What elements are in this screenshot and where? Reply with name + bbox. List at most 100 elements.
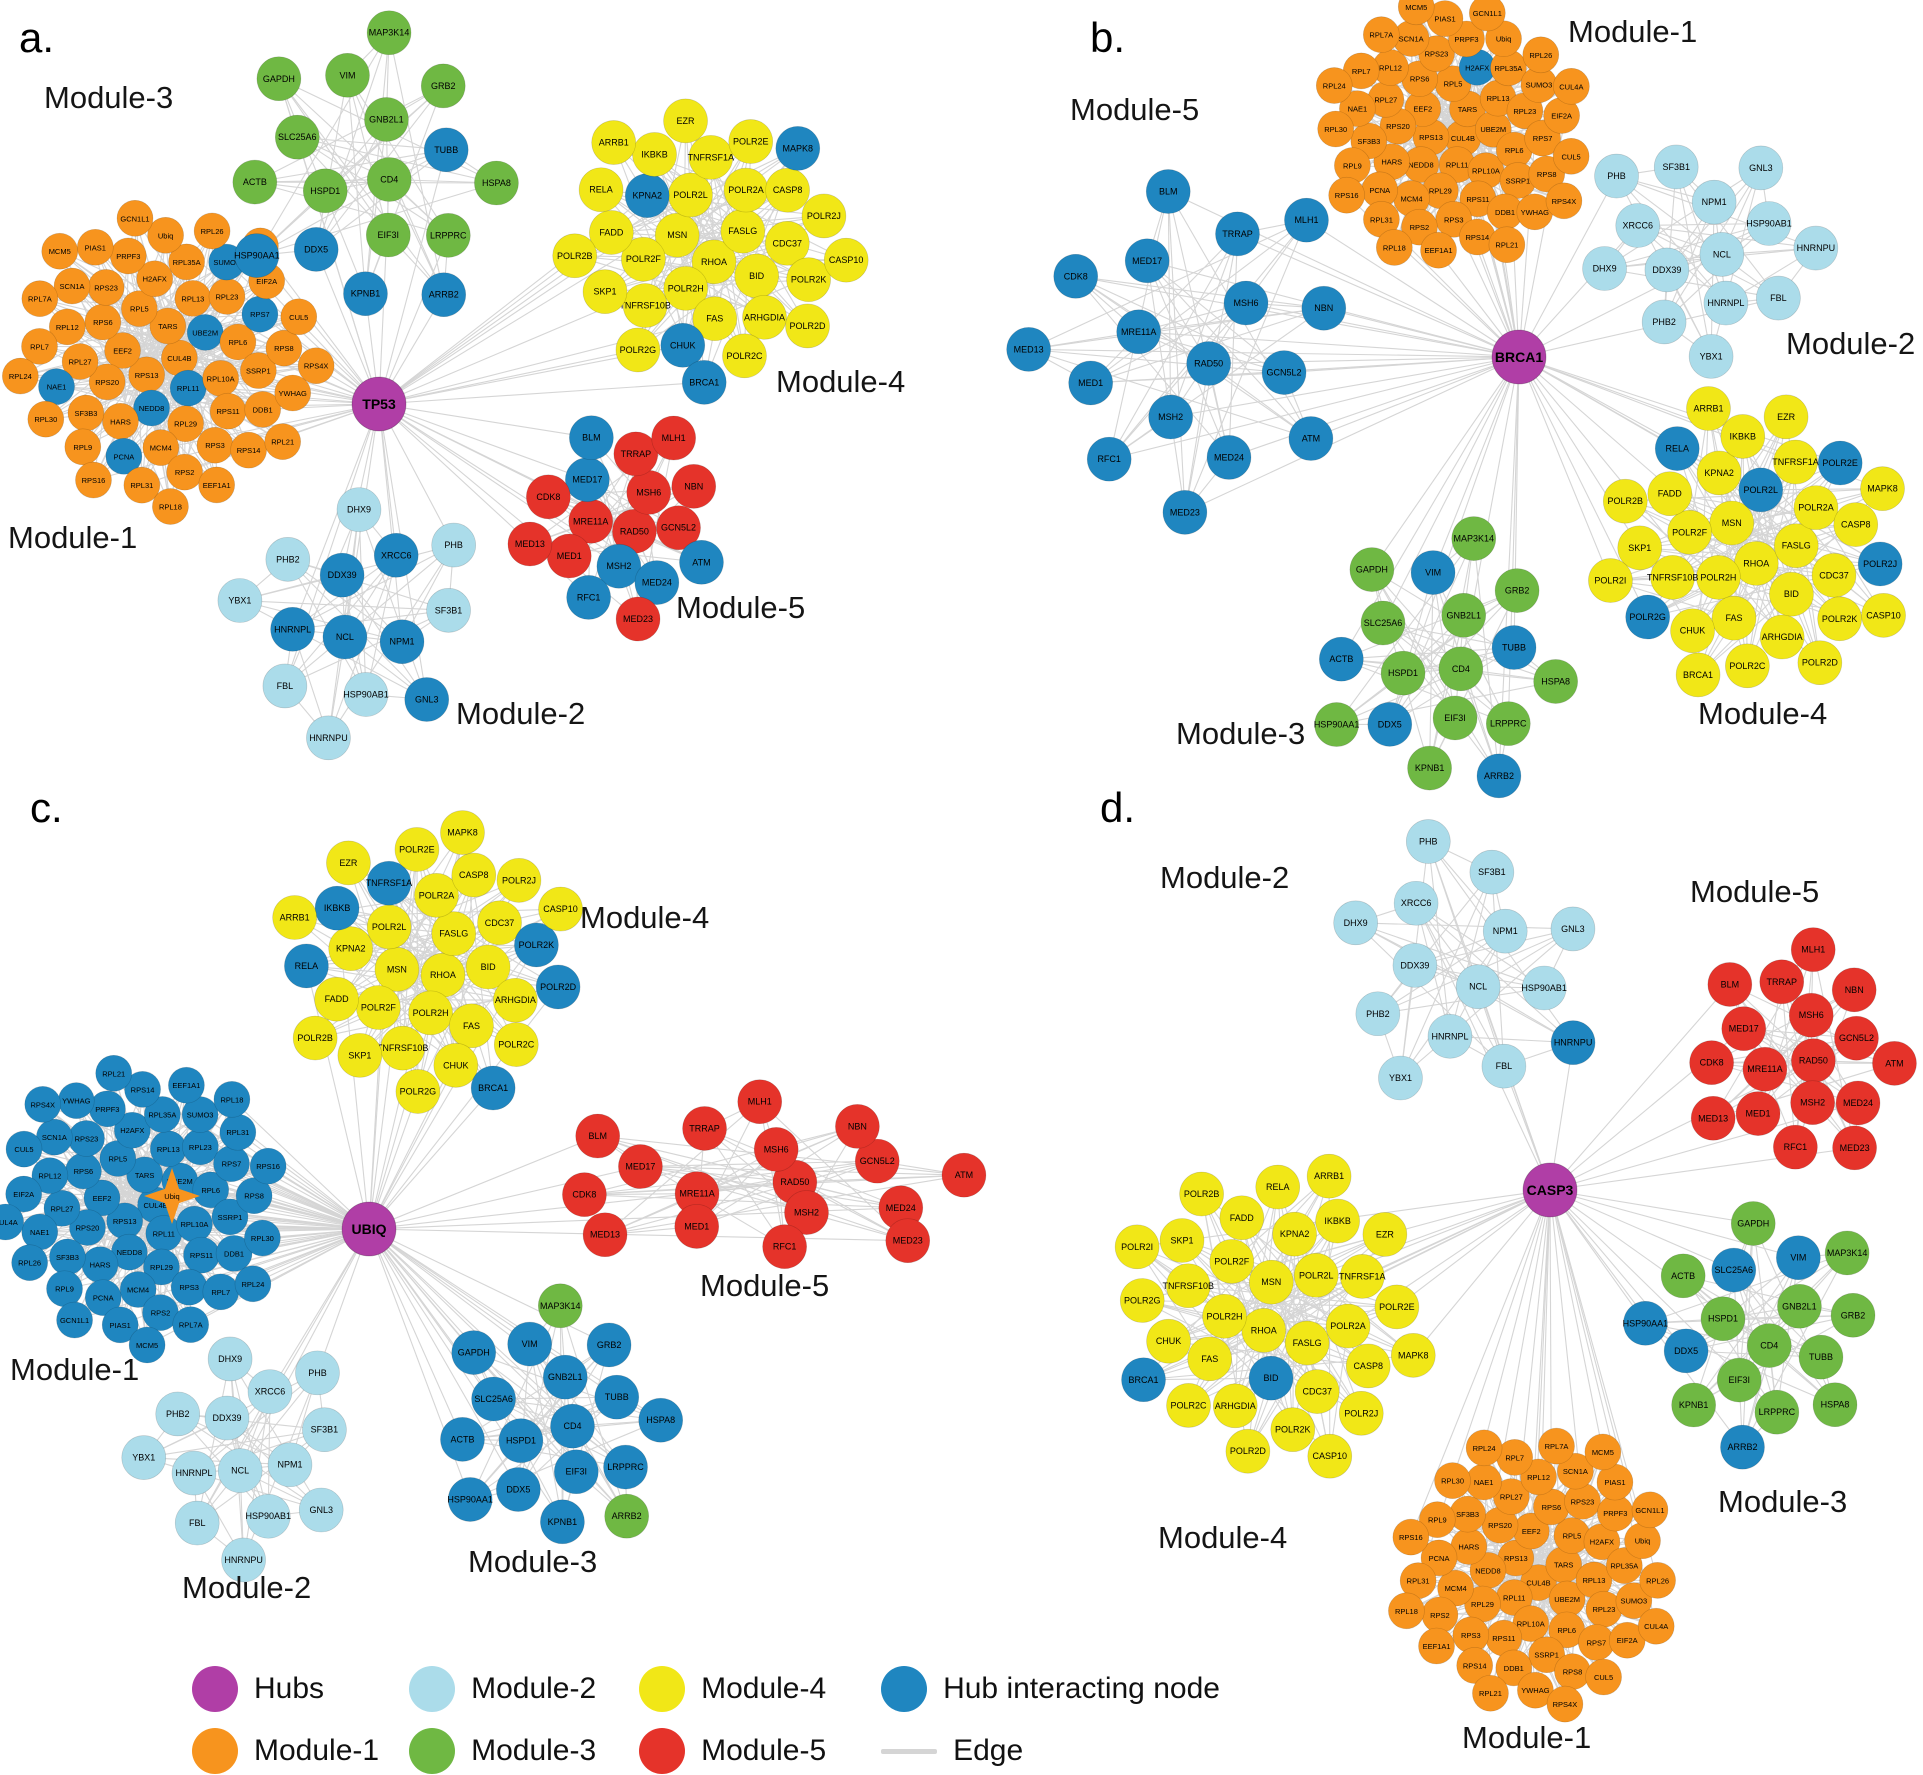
node-ssrp1[interactable] <box>1528 1636 1565 1674</box>
node-polr2d[interactable] <box>535 964 581 1010</box>
node-fadd[interactable] <box>589 210 634 255</box>
node-rpl18[interactable] <box>1388 1592 1425 1630</box>
node-rhoa[interactable] <box>420 952 466 998</box>
node-arrb2[interactable] <box>1476 753 1522 799</box>
node-casp10[interactable] <box>823 237 869 283</box>
node-polr2j[interactable] <box>1857 541 1903 587</box>
node-polr2l[interactable] <box>668 172 713 218</box>
node-rpl18[interactable] <box>213 1081 251 1118</box>
node-ddx39[interactable] <box>204 1395 250 1441</box>
node-cdc37[interactable] <box>477 900 522 946</box>
node-hsp90ab1[interactable] <box>1746 201 1792 246</box>
node-rpl12[interactable] <box>31 1157 69 1194</box>
node-prpf3[interactable] <box>1597 1494 1634 1532</box>
node-gcn1l1[interactable] <box>1631 1491 1669 1529</box>
node-slc25a6[interactable] <box>1360 600 1406 646</box>
node-rpl30[interactable] <box>244 1219 281 1257</box>
node-ncl[interactable] <box>1455 964 1501 1010</box>
node-polr2k[interactable] <box>514 922 559 968</box>
node-rpl11[interactable] <box>169 369 207 407</box>
node-skp1[interactable] <box>582 269 628 314</box>
node-cul4a[interactable] <box>1553 68 1590 105</box>
node-rps16[interactable] <box>1392 1518 1430 1556</box>
node-actb[interactable] <box>440 1417 485 1462</box>
node-polr2j[interactable] <box>496 858 542 903</box>
node-tnfrsf1a[interactable] <box>1773 439 1818 485</box>
node-blm[interactable] <box>1145 169 1191 214</box>
node-map3k14[interactable] <box>537 1283 583 1329</box>
node-xrcc6[interactable] <box>247 1369 293 1414</box>
node-eif2a[interactable] <box>5 1175 43 1213</box>
node-rps14[interactable] <box>230 431 267 469</box>
node-hspd1[interactable] <box>1380 650 1426 696</box>
node-trrap[interactable] <box>1759 959 1805 1005</box>
node-casp10[interactable] <box>538 886 583 932</box>
node-rps20[interactable] <box>69 1209 106 1246</box>
node-nbn[interactable] <box>671 464 717 509</box>
node-msh2[interactable] <box>784 1190 829 1235</box>
node-rpl7a[interactable] <box>21 280 59 317</box>
node-map3k14[interactable] <box>1451 516 1497 561</box>
node-ddx5[interactable] <box>496 1467 541 1512</box>
node-rpl31[interactable] <box>123 466 161 504</box>
hub-node-casp3[interactable] <box>1522 1162 1578 1218</box>
node-rpl24[interactable] <box>234 1265 272 1303</box>
node-rps7[interactable] <box>1578 1624 1615 1661</box>
node-hspd1[interactable] <box>302 168 348 214</box>
node-casp10[interactable] <box>1861 593 1906 638</box>
node-eif3i[interactable] <box>365 212 411 258</box>
node-fadd[interactable] <box>1647 471 1693 517</box>
node-gnl3[interactable] <box>404 677 450 722</box>
node-sf3b1[interactable] <box>426 588 471 633</box>
node-ezr[interactable] <box>326 840 371 886</box>
node-polr2g[interactable] <box>1625 594 1670 640</box>
node-hsp90ab1[interactable] <box>1521 965 1567 1011</box>
node-med1[interactable] <box>1735 1091 1781 1136</box>
node-phb2[interactable] <box>265 537 311 582</box>
node-polr2k[interactable] <box>1817 596 1862 642</box>
hub-node-brca1[interactable] <box>1491 329 1547 385</box>
node-msn[interactable] <box>1248 1259 1294 1305</box>
node-rpl35a[interactable] <box>168 243 205 281</box>
node-ywhag[interactable] <box>1517 1671 1554 1709</box>
node-kpnb1[interactable] <box>1407 745 1452 791</box>
node-rpl35a[interactable] <box>1605 1547 1643 1584</box>
node-gapdh[interactable] <box>256 56 302 102</box>
node-polr2g[interactable] <box>395 1069 441 1114</box>
node-phb[interactable] <box>295 1350 340 1396</box>
node-tars[interactable] <box>126 1156 163 1194</box>
node-rpl10a[interactable] <box>202 360 239 397</box>
node-tnfrsf10b[interactable] <box>380 1025 425 1071</box>
node-atm[interactable] <box>1288 416 1334 461</box>
node-ybx1[interactable] <box>1378 1055 1423 1101</box>
node-nbn[interactable] <box>1831 967 1877 1013</box>
node-npm1[interactable] <box>1482 908 1528 954</box>
node-kpnb1[interactable] <box>343 271 388 317</box>
node-tnfrsf1a[interactable] <box>1339 1254 1385 1299</box>
node-pcna[interactable] <box>84 1279 122 1316</box>
node-hnrnpl[interactable] <box>1427 1013 1473 1059</box>
node-skp1[interactable] <box>1159 1218 1205 1263</box>
node-polr2c[interactable] <box>1725 643 1770 689</box>
node-fbl[interactable] <box>174 1500 220 1546</box>
node-rpl30[interactable] <box>1434 1462 1471 1499</box>
node-rfc1[interactable] <box>566 575 611 620</box>
node-hspa8[interactable] <box>474 160 519 206</box>
node-kpnb1[interactable] <box>540 1499 585 1545</box>
node-cul4a[interactable] <box>1637 1607 1675 1645</box>
node-eef1a1[interactable] <box>1420 231 1457 269</box>
hub-node-tp53[interactable] <box>351 376 407 432</box>
node-rps4x[interactable] <box>1546 1685 1584 1723</box>
node-ncl[interactable] <box>217 1448 263 1493</box>
node-polr2g[interactable] <box>615 327 661 373</box>
node-med13[interactable] <box>1006 327 1051 372</box>
node-msh2[interactable] <box>596 543 642 589</box>
node-rps6[interactable] <box>65 1152 102 1190</box>
node-gnb2l1[interactable] <box>1777 1283 1822 1329</box>
node-ddb1[interactable] <box>215 1235 253 1272</box>
node-casp8[interactable] <box>451 852 497 898</box>
node-hnrnpu[interactable] <box>1793 225 1839 271</box>
node-phb2[interactable] <box>155 1391 201 1437</box>
node-rhoa[interactable] <box>1734 541 1779 586</box>
node-msh6[interactable] <box>626 470 672 515</box>
